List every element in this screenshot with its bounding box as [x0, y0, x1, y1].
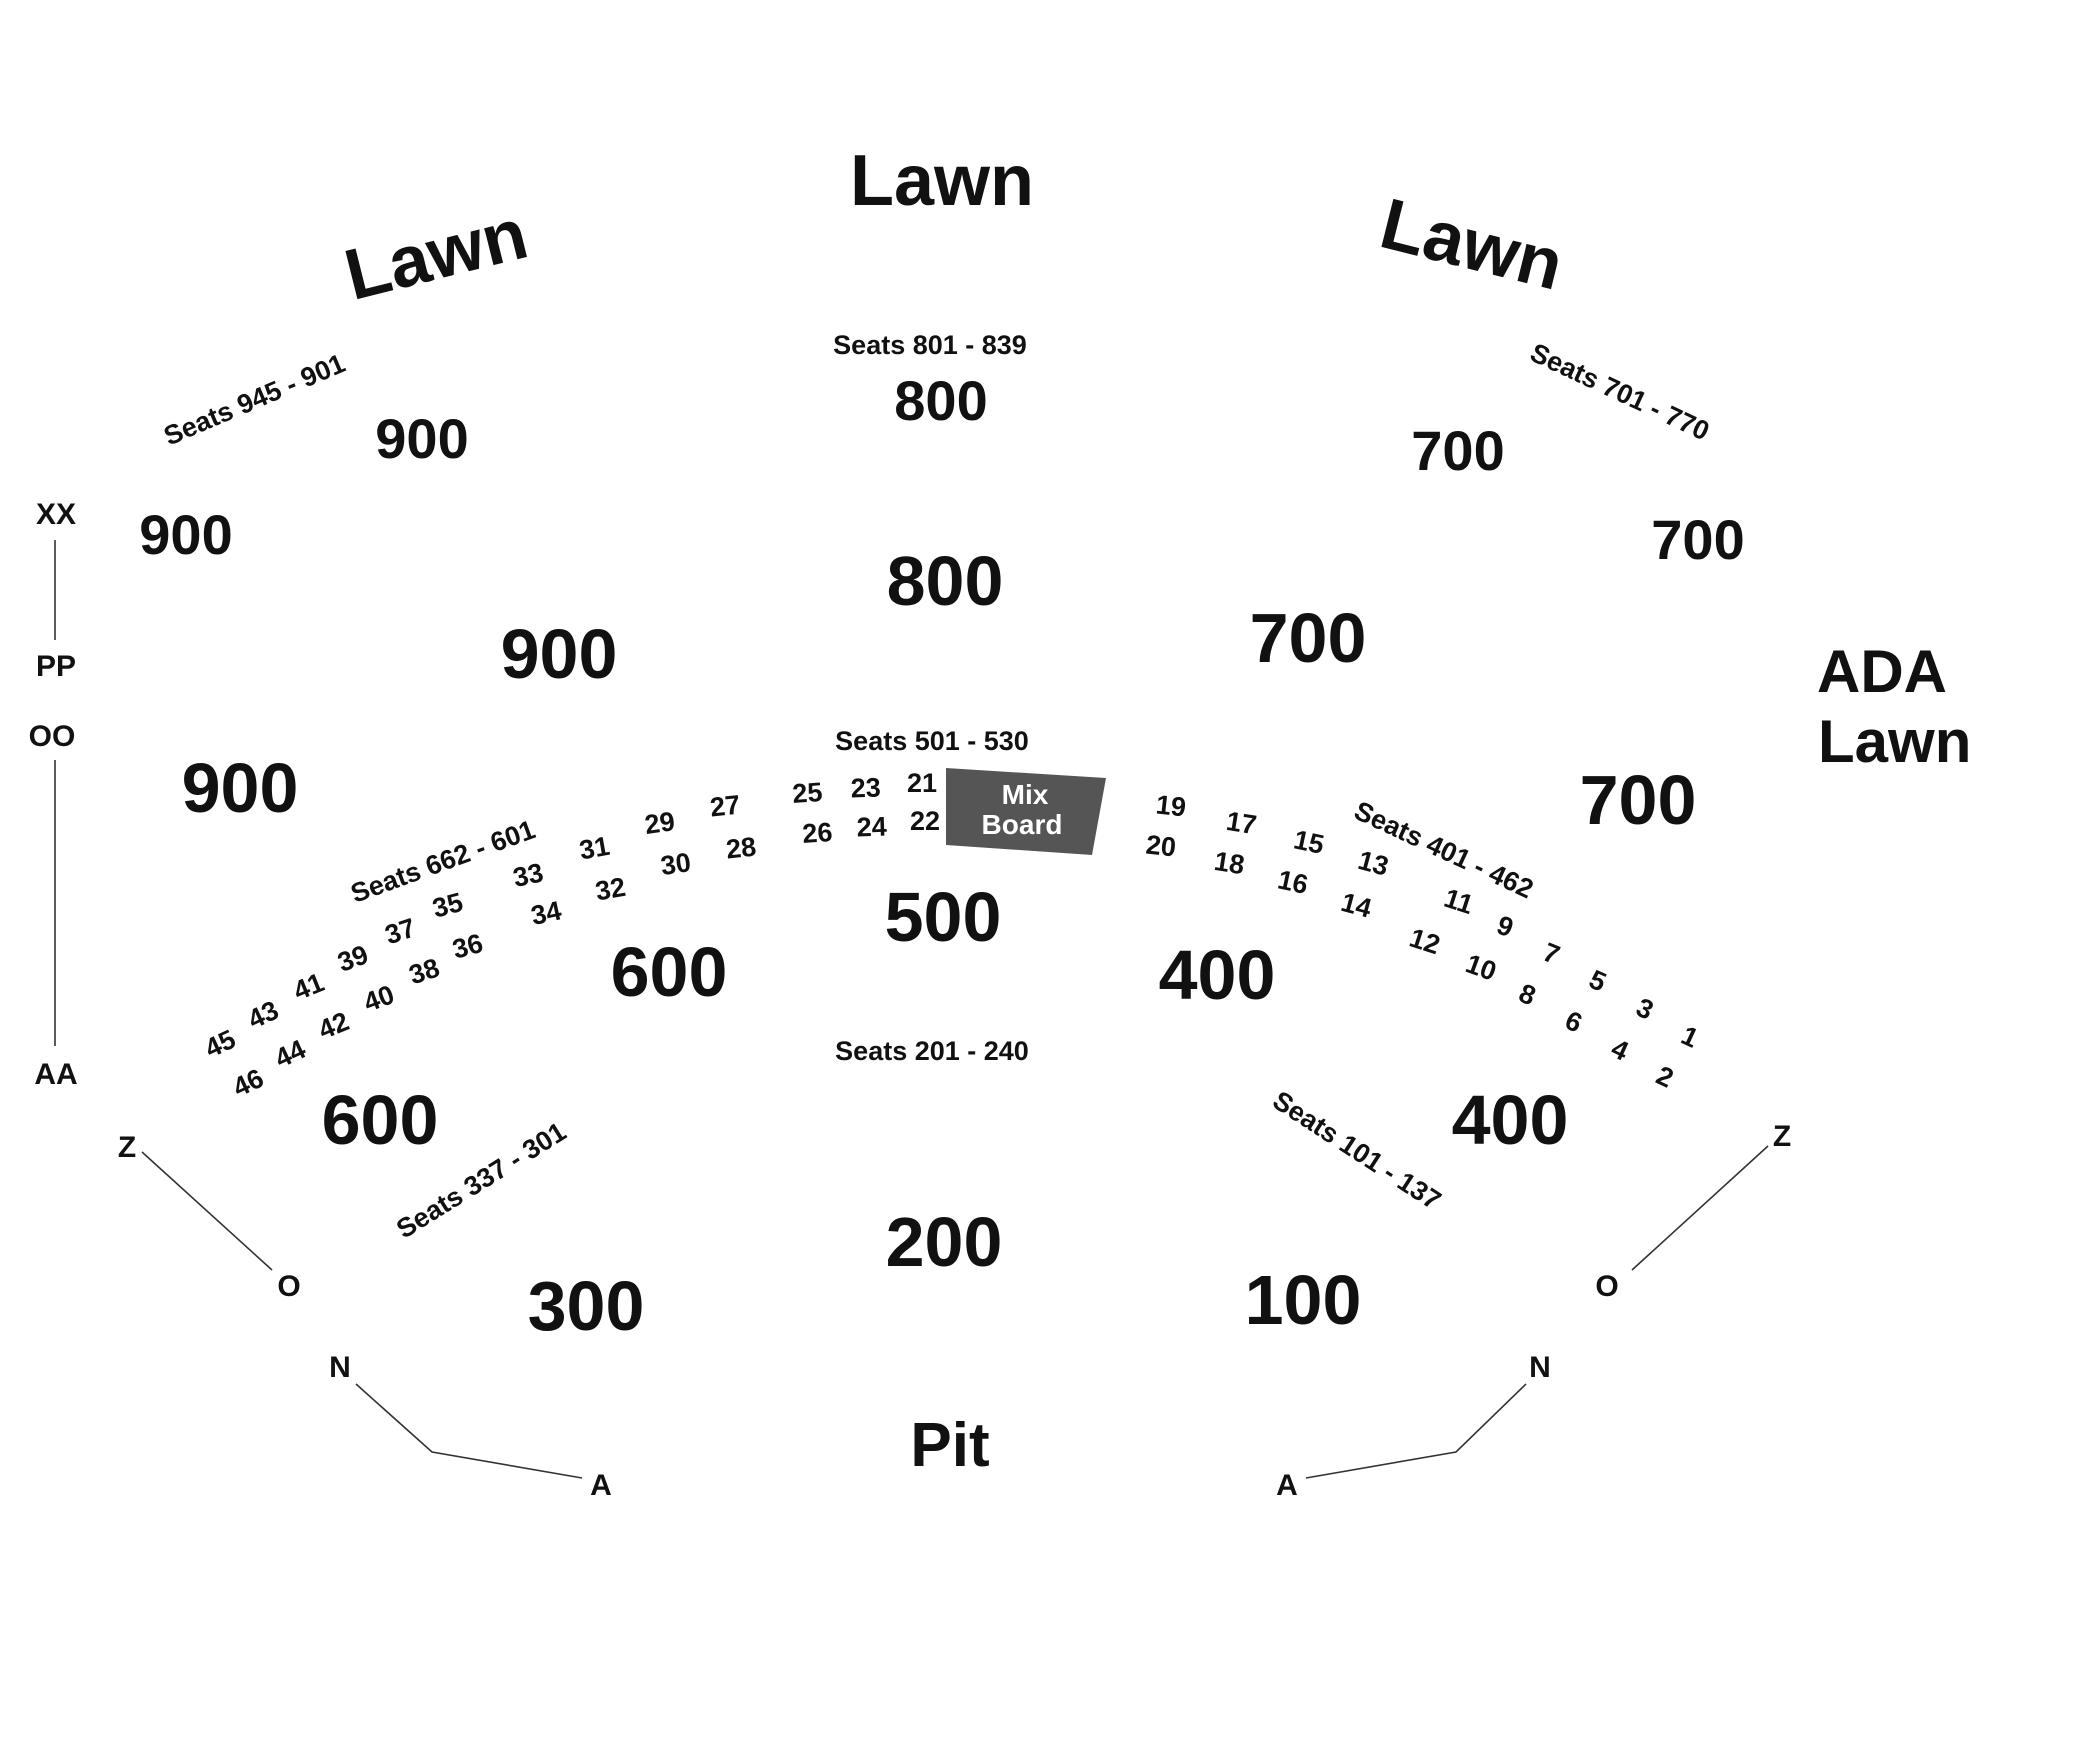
box-seat-number-23[interactable]: 23 [850, 772, 881, 803]
box-seat-number-9[interactable]: 9 [1493, 910, 1517, 943]
box-seat-number-37[interactable]: 37 [381, 913, 419, 951]
section-900-left[interactable]: 900 [139, 503, 232, 566]
row-label-oo: OO [29, 720, 76, 753]
box-seat-number-43[interactable]: 43 [243, 995, 283, 1035]
section-900-low[interactable]: 900 [182, 749, 299, 827]
box-seat-number-45[interactable]: 45 [200, 1024, 240, 1064]
lawn-left-label[interactable]: Lawn [337, 194, 535, 316]
box-seat-number-40[interactable]: 40 [360, 979, 398, 1017]
box-seat-number-4[interactable]: 4 [1607, 1033, 1633, 1067]
right-row-line-n-a [1305, 1383, 1527, 1479]
box-seat-number-36[interactable]: 36 [449, 928, 486, 965]
row-label-xx: XX [36, 498, 76, 531]
row-label-n-left: N [329, 1351, 351, 1384]
box-seat-number-32[interactable]: 32 [593, 872, 628, 907]
box-seat-number-20[interactable]: 20 [1144, 830, 1177, 863]
pit-label[interactable]: Pit [910, 1411, 989, 1480]
box-seat-number-28[interactable]: 28 [725, 832, 758, 865]
lawn-right-label[interactable]: Lawn [1373, 184, 1571, 306]
box-seat-number-35[interactable]: 35 [429, 887, 466, 924]
section-700-mid[interactable]: 700 [1250, 599, 1367, 677]
section-700-right[interactable]: 700 [1651, 508, 1744, 571]
row-label-o-left: O [277, 1270, 300, 1303]
section-500[interactable]: 500 [885, 878, 1002, 956]
box-seat-number-14[interactable]: 14 [1338, 887, 1375, 924]
seat-range-945-901: Seats 945 - 901 [159, 348, 349, 451]
box-seat-number-19[interactable]: 19 [1154, 790, 1187, 823]
row-label-a-right: A [1276, 1469, 1298, 1502]
box-seat-number-26[interactable]: 26 [801, 817, 833, 849]
left-row-line-n-a [355, 1383, 583, 1479]
row-label-o-right: O [1595, 1270, 1618, 1303]
row-label-aa: AA [34, 1058, 77, 1091]
box-seat-number-29[interactable]: 29 [643, 806, 677, 840]
seat-range-101-137: Seats 101 - 137 [1268, 1085, 1447, 1216]
box-seat-number-6[interactable]: 6 [1561, 1005, 1587, 1039]
mix-board-label-line2: Board [982, 809, 1063, 840]
box-seat-number-27[interactable]: 27 [709, 790, 742, 823]
box-seat-number-8[interactable]: 8 [1515, 978, 1540, 1011]
seat-range-701-770: Seats 701 - 770 [1526, 337, 1714, 446]
box-seat-number-7[interactable]: 7 [1539, 937, 1564, 970]
box-seat-number-44[interactable]: 44 [270, 1034, 310, 1074]
box-seat-number-38[interactable]: 38 [405, 953, 443, 991]
section-900-top[interactable]: 900 [375, 407, 468, 470]
box-seat-number-21[interactable]: 21 [907, 768, 937, 798]
box-seat-number-24[interactable]: 24 [856, 811, 887, 842]
row-label-z-left: Z [118, 1131, 136, 1164]
box-seat-number-39[interactable]: 39 [334, 939, 372, 977]
section-600-upper[interactable]: 600 [611, 933, 728, 1011]
box-seat-number-30[interactable]: 30 [659, 847, 693, 881]
section-400-upper[interactable]: 400 [1159, 936, 1276, 1014]
box-seat-number-46[interactable]: 46 [228, 1063, 268, 1103]
section-800-top[interactable]: 800 [894, 369, 987, 432]
box-seat-number-16[interactable]: 16 [1275, 864, 1311, 900]
box-seat-number-42[interactable]: 42 [314, 1006, 353, 1045]
section-800-mid[interactable]: 800 [887, 542, 1004, 620]
section-100[interactable]: 100 [1245, 1261, 1362, 1339]
box-seat-number-34[interactable]: 34 [528, 895, 564, 931]
section-200[interactable]: 200 [886, 1203, 1003, 1281]
box-seat-number-31[interactable]: 31 [577, 831, 612, 866]
seat-range-801-839: Seats 801 - 839 [833, 330, 1027, 360]
left-row-line-z-o [141, 1151, 273, 1271]
section-300[interactable]: 300 [528, 1267, 645, 1345]
ada-lawn-label-line2[interactable]: Lawn [1818, 708, 1971, 775]
row-label-z-right: Z [1773, 1120, 1791, 1153]
box-seat-number-22[interactable]: 22 [910, 806, 940, 836]
box-seat-number-1[interactable]: 1 [1677, 1020, 1703, 1054]
box-seat-number-10[interactable]: 10 [1462, 948, 1500, 986]
mix-board [946, 768, 1106, 855]
box-seat-number-25[interactable]: 25 [791, 777, 823, 809]
box-seat-number-33[interactable]: 33 [510, 857, 546, 893]
box-seat-number-15[interactable]: 15 [1291, 824, 1327, 860]
box-seat-number-5[interactable]: 5 [1585, 964, 1611, 998]
ada-lawn-label-line1[interactable]: ADA [1817, 638, 1947, 705]
box-seat-number-17[interactable]: 17 [1224, 806, 1258, 840]
box-seat-number-3[interactable]: 3 [1632, 992, 1658, 1026]
row-label-pp: PP [36, 650, 76, 683]
mix-board-label-line1: Mix [1002, 779, 1049, 810]
right-row-line-z-o [1631, 1145, 1769, 1271]
lawn-center-label[interactable]: Lawn [850, 141, 1034, 221]
seat-range-501-530: Seats 501 - 530 [835, 726, 1029, 756]
section-400-lower[interactable]: 400 [1452, 1081, 1569, 1159]
section-700-top[interactable]: 700 [1411, 419, 1504, 482]
box-seat-number-2[interactable]: 2 [1652, 1060, 1678, 1094]
section-600-lower[interactable]: 600 [322, 1081, 439, 1159]
seat-range-201-240: Seats 201 - 240 [835, 1036, 1029, 1066]
box-seat-number-18[interactable]: 18 [1212, 846, 1246, 880]
section-900-mid[interactable]: 900 [501, 615, 618, 693]
box-seat-number-41[interactable]: 41 [289, 967, 328, 1006]
row-label-a-left: A [590, 1469, 612, 1502]
box-seat-number-13[interactable]: 13 [1355, 845, 1392, 882]
row-label-n-right: N [1529, 1351, 1551, 1384]
section-700-low[interactable]: 700 [1580, 761, 1697, 839]
box-seat-number-12[interactable]: 12 [1406, 923, 1444, 961]
box-seat-number-11[interactable]: 11 [1441, 883, 1477, 920]
